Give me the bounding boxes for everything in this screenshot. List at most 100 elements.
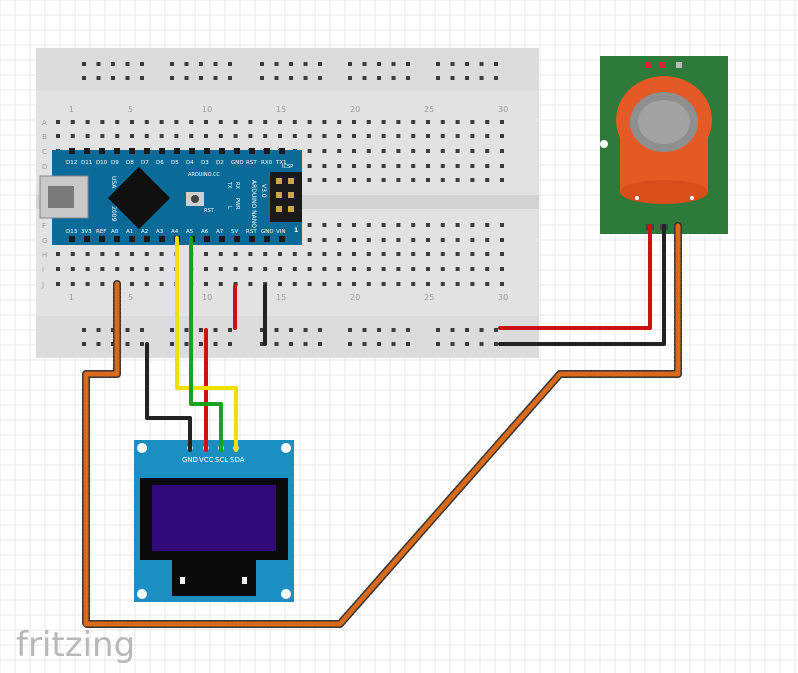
breadboard-hole — [426, 178, 430, 182]
breadboard-hole — [455, 267, 460, 271]
rail-hole — [111, 76, 115, 80]
sensor-led — [660, 62, 666, 68]
breadboard-hole — [381, 134, 386, 138]
breadboard-hole — [56, 120, 60, 124]
rail-hole — [436, 328, 440, 332]
oled-pin-label-vcc: VCC — [199, 456, 214, 464]
column-number-top: 30 — [498, 105, 508, 114]
rail-hole — [303, 328, 308, 332]
wire-black-sensor-gnd[interactable] — [498, 224, 666, 346]
arduino-bottom-pin — [159, 236, 165, 242]
column-number-bottom: 25 — [424, 293, 434, 302]
breadboard-hole — [233, 134, 238, 138]
breadboard-hole — [500, 238, 504, 242]
wire-orange-sensor-signal[interactable] — [83, 223, 681, 627]
wire-red-sensor-vcc[interactable] — [498, 224, 652, 330]
breadboard-hole — [485, 252, 490, 256]
breadboard-hole — [278, 267, 282, 271]
breadboard-hole — [411, 120, 416, 124]
rail-hole — [377, 62, 381, 66]
breadboard-hole — [396, 267, 401, 271]
breadboard-hole — [322, 164, 327, 168]
breadboard-hole — [56, 252, 60, 256]
arduino-bottom-pin-label: A1 — [126, 229, 133, 235]
breadboard-hole — [470, 120, 475, 124]
breadboard-hole — [470, 164, 475, 168]
rail-hole — [479, 328, 484, 332]
breadboard-hole — [396, 238, 401, 242]
wire-yellow-sda[interactable] — [175, 236, 238, 452]
rail-hole — [96, 76, 101, 80]
breadboard-hole — [100, 267, 105, 271]
breadboard-hole — [337, 120, 342, 124]
rail-hole — [479, 62, 484, 66]
breadboard-hole — [500, 282, 504, 286]
breadboard-hole — [411, 238, 416, 242]
arduino-top-pin — [234, 148, 240, 154]
breadboard-hole — [130, 267, 134, 271]
breadboard-hole — [322, 178, 327, 182]
breadboard-hole — [337, 238, 342, 242]
icsp-pin1-label: 1 — [294, 227, 298, 234]
breadboard-hole — [233, 120, 238, 124]
breadboard-hole — [218, 267, 223, 271]
arduino-top-pin-label: D4 — [186, 160, 194, 166]
rail-hole — [199, 62, 203, 66]
breadboard-hole — [440, 238, 445, 242]
oled-display-module[interactable]: GND VCC SCL SDA — [134, 440, 294, 602]
arduino-top-pin-label: D6 — [156, 160, 164, 166]
column-number-top: 25 — [424, 105, 434, 114]
breadboard-hole — [381, 223, 386, 227]
arduino-bottom-pin — [279, 236, 285, 242]
arduino-top-pin — [204, 148, 210, 154]
breadboard-bottom-power-rail — [36, 316, 539, 358]
breadboard-hole — [396, 120, 401, 124]
breadboard-hole — [396, 282, 401, 286]
breadboard-hole — [248, 252, 253, 256]
breadboard-hole — [366, 223, 371, 227]
breadboard-hole — [366, 238, 371, 242]
wires — [82, 222, 682, 628]
breadboard-hole — [56, 134, 60, 138]
usa-label: USA — [110, 176, 117, 189]
rail-hole — [213, 328, 218, 332]
wire-green-scl[interactable] — [189, 236, 223, 452]
wire-black-oled-gnd[interactable] — [145, 342, 192, 452]
column-number-top: 1 — [69, 105, 74, 114]
breadboard-hole — [381, 267, 386, 271]
breadboard-hole — [411, 252, 416, 256]
rail-hole — [391, 342, 396, 346]
rail-hole — [274, 328, 279, 332]
breadboard-hole — [85, 252, 90, 256]
rail-hole — [228, 62, 232, 66]
arduino-top-pin — [219, 148, 225, 154]
gas-sensor-module[interactable] — [600, 56, 728, 234]
rail-hole — [140, 342, 144, 346]
breadboard-hole — [337, 223, 342, 227]
breadboard-hole — [307, 267, 312, 271]
oled-ribbon-pad — [180, 577, 185, 584]
breadboard-hole — [307, 282, 312, 286]
arduino-bottom-pin — [129, 236, 135, 242]
rail-hole — [436, 62, 440, 66]
arduino-bottom-pin — [114, 236, 120, 242]
rail-hole — [377, 76, 381, 80]
breadboard-hole — [70, 252, 75, 256]
breadboard-hole — [352, 178, 356, 182]
rail-hole — [170, 62, 174, 66]
rail-hole — [348, 342, 352, 346]
breadboard-hole — [307, 223, 312, 227]
arduino-top-pin — [144, 148, 150, 154]
rail-hole — [125, 328, 130, 332]
oled-mounting-hole — [281, 589, 291, 599]
reset-button-cap — [191, 195, 199, 203]
rail-hole — [199, 76, 203, 80]
breadboard-hole — [292, 120, 297, 124]
led-label-l: L — [226, 206, 232, 209]
arduino-top-pin — [249, 148, 255, 154]
rail-hole — [260, 76, 264, 80]
breadboard-hole — [307, 238, 312, 242]
rail-hole — [140, 62, 144, 66]
